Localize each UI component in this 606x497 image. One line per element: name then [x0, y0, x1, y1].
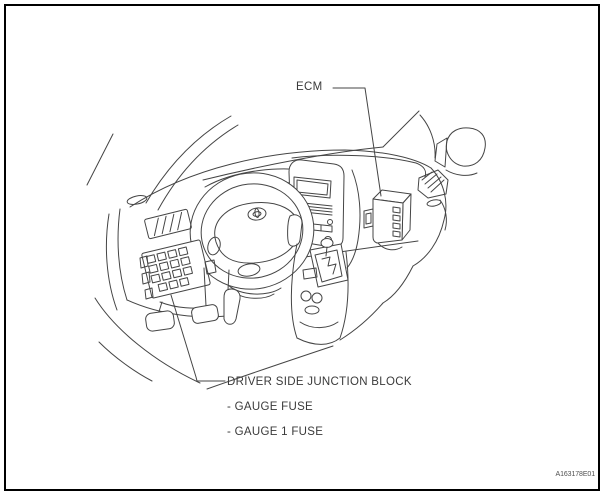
ecm-label: ECM: [296, 81, 323, 93]
defroster-vent: [126, 195, 148, 205]
nav-screen-inner: [296, 179, 329, 196]
lower-spoke-hole: [237, 263, 261, 277]
junction-block-label: DRIVER SIDE JUNCTION BLOCK: [227, 376, 412, 388]
ecm-box: [363, 189, 412, 251]
toyota-emblem-icon: [247, 207, 267, 221]
a-pillar-outer: [145, 115, 232, 204]
dash-left-inner: [117, 208, 128, 301]
gauge-fuse-label: - GAUGE FUSE: [227, 401, 314, 413]
pedals: [145, 267, 241, 332]
parking-brake-pedal: [145, 310, 175, 332]
hatch-mark: [86, 133, 114, 186]
column-shroud: [227, 284, 282, 295]
a-pillar-inner: [157, 124, 239, 211]
console-bottom: [296, 337, 341, 345]
brake-pedal: [191, 304, 219, 324]
mirror-mount: [434, 137, 448, 168]
right-pillar: [382, 110, 420, 148]
left-dash-vents: [126, 195, 192, 240]
ecm-leader-line: [332, 87, 382, 197]
center-right-seam: [346, 169, 361, 269]
floor-lines: [94, 297, 384, 390]
figure-code: A163178E01: [555, 471, 596, 478]
right-end-vent: [417, 169, 449, 207]
figure-border: [4, 4, 600, 491]
shifter-console: [290, 238, 349, 345]
steering-wheel: [189, 172, 315, 299]
junction-block: [139, 239, 217, 300]
right-switch-pod: [287, 214, 303, 247]
console-right-edge: [339, 251, 349, 339]
dash-right-lower: [382, 265, 414, 304]
dash-right-outer: [412, 167, 447, 267]
console-pocket: [302, 267, 318, 280]
console-left-edge: [290, 243, 298, 339]
dash-left-outer: [105, 213, 118, 311]
ecm-bracket: [377, 242, 403, 251]
shift-gate-slot: [321, 256, 337, 275]
windshield-base: [202, 146, 384, 181]
gauge-1-fuse-label: - GAUGE 1 FUSE: [227, 426, 324, 438]
dashboard-body: [105, 149, 447, 318]
radio-knob-right: [327, 219, 333, 225]
dash-top-edge: [129, 149, 432, 208]
door-handle: [426, 199, 442, 207]
mirror-housing: [445, 127, 486, 167]
ecm-front-face: [372, 198, 404, 244]
junction-block-leader-line: [170, 294, 226, 382]
dash-top-inner: [291, 154, 427, 178]
left-spoke-hole: [207, 236, 221, 256]
windshield-and-pillars: [86, 110, 436, 211]
accelerator-pedal: [223, 288, 241, 325]
junction-block-tab: [139, 255, 149, 269]
right-pillar-base: [419, 114, 436, 159]
side-mirror: [434, 127, 486, 176]
junction-block-connector: [204, 259, 217, 275]
leader-lines: [170, 87, 382, 382]
